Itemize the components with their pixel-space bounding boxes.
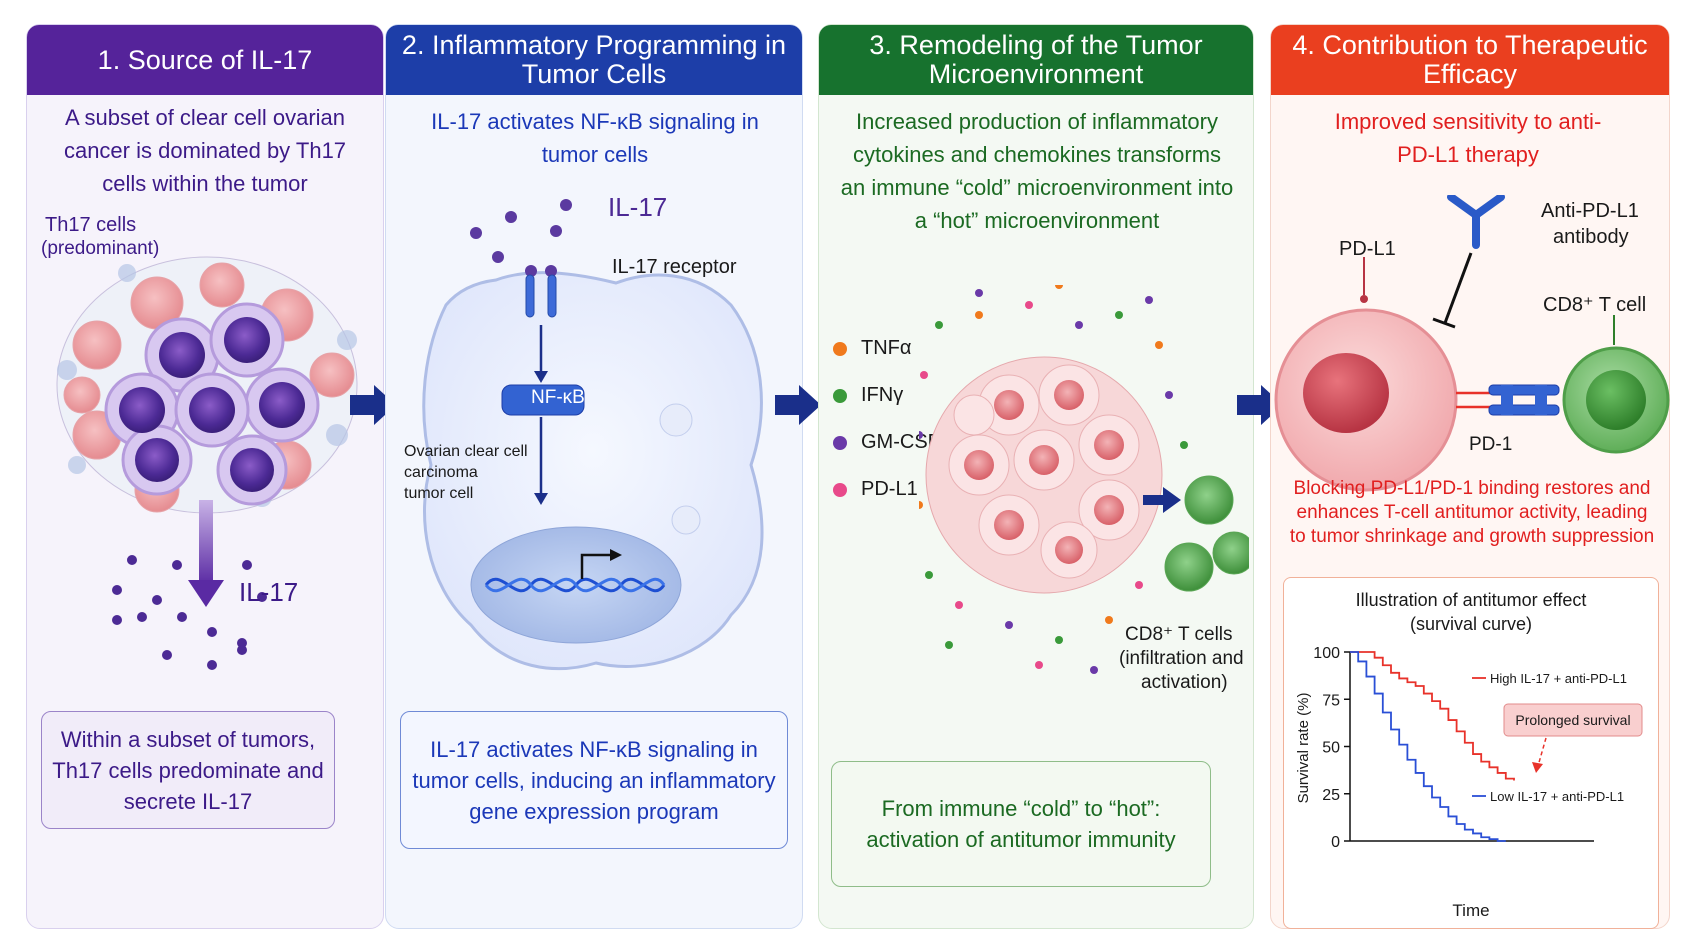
legend-item-pdl1: PD-L1: [833, 466, 940, 513]
pdl1-label: PD-L1: [1339, 238, 1396, 260]
cd8-tcells-label-line2: (infiltration and: [1119, 648, 1244, 669]
annotation-box: [1503, 703, 1643, 737]
pd1-label: PD-1: [1469, 434, 1513, 455]
chart-legend-label: Low IL-17 + anti-PD-L1: [1490, 789, 1624, 804]
panel-remodeling-microenvironment: 3. Remodeling of the Tumor Microenvironm…: [818, 24, 1254, 929]
antibody-label-line1: Anti-PD-L1: [1541, 200, 1639, 222]
panel3-title: 3. Remodeling of the Tumor Microenvironm…: [819, 25, 1253, 95]
th17-sub-label: (predominant): [41, 238, 160, 259]
chart-y-tick-label: 50: [1322, 740, 1340, 757]
tumor-cell-label-line2: carcinoma: [404, 464, 478, 481]
hot-tumor-illustration: [919, 285, 1249, 674]
chart-title-line1: Illustration of antitumor effect: [1356, 590, 1587, 610]
cd8-tcell-label: CD8⁺ T cell: [1543, 294, 1647, 316]
flow-arrow-1: [350, 385, 396, 425]
annotation-arrowhead: [1532, 762, 1543, 773]
nfkb-label: NF-κB: [531, 387, 585, 408]
survival-curve-low: [1350, 651, 1506, 842]
panel1-description: A subset of clear cell ovarian cancer is…: [63, 105, 347, 196]
legend-item-ifng: IFNγ: [833, 372, 940, 419]
survival-curve-high: [1350, 651, 1515, 781]
tumor-cell-signaling-illustration: [422, 199, 764, 671]
il17-receptor-label: IL-17 receptor: [612, 256, 737, 278]
panel4-description: Improved sensitivity to anti-PD-L1 thera…: [1334, 109, 1602, 167]
chart-axes: 0 25 50 75 100: [1313, 645, 1594, 851]
panel1-title: 1. Source of IL-17: [27, 25, 383, 95]
annotation-label: Prolonged survival: [1515, 712, 1630, 728]
panel4-explanation: Blocking PD-L1/PD-1 binding restores and…: [1289, 478, 1655, 547]
checkpoint-blockade-illustration: [1274, 195, 1670, 492]
panel1-summary-box: Within a subset of tumors, Th17 cells pr…: [41, 711, 335, 829]
survival-chart-box: Illustration of antitumor effect (surviv…: [1283, 577, 1659, 929]
panel2-title: 2. Inflammatory Programming in Tumor Cel…: [386, 25, 802, 95]
chart-y-tick-label: 25: [1322, 787, 1340, 804]
panel3-summary-box: From immune “cold” to “hot”: activation …: [831, 761, 1211, 887]
tumor-cell-label-line3: tumor cell: [404, 485, 474, 502]
panel4-title: 4. Contribution to Therapeutic Efficacy: [1271, 25, 1669, 95]
annotation-arrow: [1537, 737, 1547, 767]
antibody-label-line2: antibody: [1553, 226, 1629, 248]
cd8-tcells-label-line3: activation): [1141, 672, 1228, 693]
panel3-description: Increased production of inflammatory cyt…: [840, 109, 1234, 233]
legend-item-tnfa: TNFα: [833, 325, 940, 372]
tnfa-dot-icon: [833, 341, 847, 356]
chart-y-axis-label: Survival rate (%): [1295, 693, 1312, 804]
legend-label-tnfa: TNFα: [861, 337, 912, 359]
gmcsf-dot-icon: [833, 435, 847, 450]
panel2-description: IL-17 activates NF-κB signaling in tumor…: [431, 109, 759, 167]
chart-y-tick-label: 0: [1331, 834, 1340, 851]
survival-curve-chart: Illustration of antitumor effect (surviv…: [1295, 590, 1643, 920]
ifng-dot-icon: [833, 388, 847, 403]
il17-secreted-label: IL-17: [239, 577, 299, 607]
th17-label: Th17 cells: [45, 214, 137, 236]
chart-y-tick-label: 100: [1313, 645, 1340, 662]
chart-x-axis-label: Time: [1452, 901, 1489, 920]
chart-legend-label: High IL-17 + anti-PD-L1: [1490, 671, 1627, 686]
legend-label-ifng: IFNγ: [861, 384, 904, 406]
pdl1-dot-icon: [833, 482, 847, 497]
panel-inflammatory-programming: 2. Inflammatory Programming in Tumor Cel…: [385, 24, 803, 929]
th17-cluster-illustration: [56, 256, 358, 670]
panel2-summary-box: IL-17 activates NF-κB signaling in tumor…: [400, 711, 788, 849]
flow-arrow-2: [775, 385, 821, 425]
cd8-tcells-label-line1: CD8⁺ T cells: [1125, 624, 1233, 645]
panel-source-of-il17: 1. Source of IL-17 A subset of clear cel…: [26, 24, 384, 929]
panel-therapeutic-efficacy: 4. Contribution to Therapeutic Efficacy …: [1270, 24, 1670, 929]
chart-title-line2: (survival curve): [1410, 614, 1532, 634]
legend-label-pdl1: PD-L1: [861, 478, 918, 500]
chart-y-tick-label: 75: [1322, 692, 1340, 709]
tumor-cell-label-line1: Ovarian clear cell: [404, 443, 528, 460]
il17-ligand-label: IL-17: [608, 192, 668, 222]
